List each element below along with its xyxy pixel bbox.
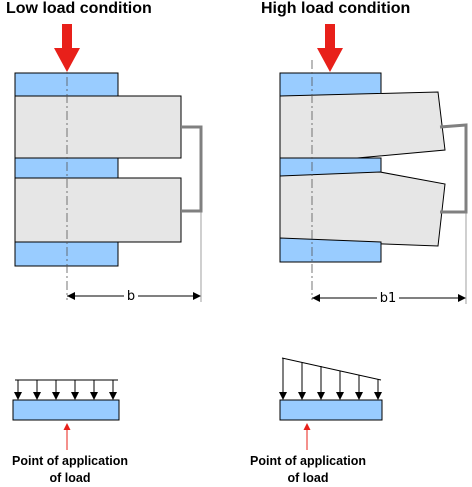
lower-block-left: [14, 177, 182, 243]
dimension-arrow-start-right: [312, 294, 320, 302]
clip-left: [181, 125, 203, 213]
caption-right: Point of application of load: [238, 453, 378, 487]
load-top-line-right: [281, 357, 382, 381]
middle-plate-left: [14, 157, 119, 179]
load-arrow-right: [317, 24, 343, 72]
title-high-load: High load condition: [261, 0, 411, 17]
caption-left-line2: of load: [49, 471, 91, 485]
lower-block-right: [279, 171, 446, 247]
high-load-assembly: b1: [279, 24, 468, 306]
low-load-assembly: b: [14, 24, 203, 304]
triangular-load-arrows: [279, 358, 382, 400]
uniform-load-arrows: [14, 380, 117, 400]
caption-right-line1: Point of application: [250, 454, 366, 468]
bottom-plate-left: [14, 241, 119, 267]
dimension-label-bg-right: [377, 288, 399, 306]
plate-left-small: [12, 399, 120, 421]
uniform-load-diagram: [12, 379, 120, 450]
dimension-label-left: b: [127, 289, 135, 304]
top-plate-left: [14, 72, 119, 97]
plate-right-small: [279, 399, 383, 421]
upper-block-left: [14, 95, 182, 159]
bottom-plate-right: [279, 237, 382, 263]
caption-right-line2: of load: [287, 471, 329, 485]
load-arrow-left: [54, 24, 80, 72]
upper-block-right: [279, 91, 446, 166]
caption-left: Point of application of load: [0, 453, 140, 487]
title-low-load: Low load condition: [6, 0, 152, 17]
dimension-arrow-start-left: [67, 292, 75, 300]
caption-left-line1: Point of application: [12, 454, 128, 468]
dimension-label-bg-left: [124, 286, 138, 304]
top-plate-right: [279, 72, 382, 97]
triangular-load-diagram: [279, 357, 383, 450]
dimension-label-right: b1: [380, 291, 397, 306]
clip-right: [439, 123, 468, 214]
